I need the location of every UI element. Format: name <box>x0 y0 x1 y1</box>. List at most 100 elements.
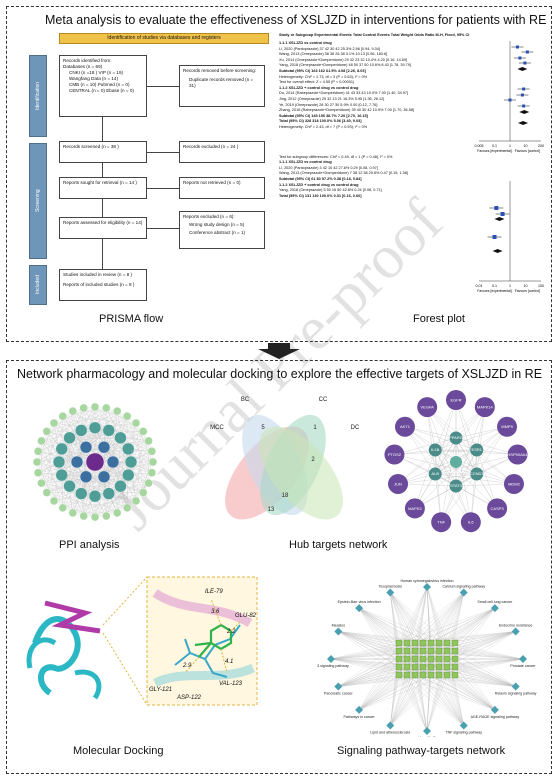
target-node <box>435 671 443 679</box>
hub-inner-label: PPARG <box>449 435 463 440</box>
ppi-node <box>85 452 105 472</box>
identified-line: Databases (n = 69) <box>63 63 103 69</box>
reports-eligibility-box: Reports assessed for eligibility (n = 14… <box>59 217 147 239</box>
ppi-node <box>75 424 88 437</box>
hub-node <box>497 416 518 437</box>
reports-retrieval-box: Reports sought for retrieval (n = 14 ) <box>59 177 147 199</box>
flow-connector <box>147 228 179 229</box>
forest-row: Wang, 2013 (Omeprazole) 38 38 26 38 3.1%… <box>279 52 388 57</box>
residue-label: GLU-82 <box>235 613 257 619</box>
ppi-node <box>70 455 84 469</box>
prisma-caption: PRISMA flow <box>99 313 164 325</box>
hub-node-label: MAPK3 <box>408 506 422 511</box>
ppi-node <box>139 427 148 436</box>
included-line: Studies included in review (n = 8 ) <box>63 272 133 277</box>
prisma-banner: Identification of studies via databases … <box>59 33 269 44</box>
meta-analysis-panel: Meta analysis to evaluate the effectiven… <box>6 6 552 342</box>
distance-label: 4.1 <box>225 659 233 665</box>
forest-tick: 0.1 <box>492 144 497 148</box>
pathway-node <box>386 588 395 597</box>
ppi-node <box>122 442 135 456</box>
forest-tick: 10 <box>524 284 528 288</box>
ppi-node <box>88 489 102 503</box>
pathway-label: Calcium signaling pathway <box>442 584 485 588</box>
stage-screening: Screening <box>29 143 47 259</box>
hub-node-label: CASP3 <box>491 506 505 511</box>
ppi-node <box>102 424 115 437</box>
hub-node-label: AKT1 <box>400 424 411 429</box>
forest-row: Jing, 2012 (Omeprazole) 29 32 13 21 16.3… <box>279 97 385 101</box>
pathway-node <box>490 705 499 714</box>
target-node <box>427 663 435 671</box>
removed-line: Duplicate records removed (n = 31) <box>189 76 254 88</box>
ppi-node <box>124 455 138 469</box>
venn-count: 2 <box>311 457 315 463</box>
target-node <box>411 647 419 655</box>
summary-diamond <box>517 67 528 71</box>
forest-row: Heterogeneity: Chi² = 1.73, df = 3 (P = … <box>279 74 368 79</box>
forest-row: Yang, 2018 (Omeprazole+Domperidone) 48 5… <box>279 63 411 68</box>
down-arrow-icon <box>258 343 300 359</box>
ppi-node <box>63 479 76 493</box>
target-node <box>443 647 451 655</box>
venn-label-mcc: MCC <box>210 425 224 431</box>
target-node <box>419 663 427 671</box>
forest-header: Study or Subgroup Experimental Events To… <box>279 33 470 37</box>
flow-connector <box>147 152 179 153</box>
target-node <box>435 647 443 655</box>
reports-not-retrieved-box: Reports not retrieved (n = 0) <box>179 177 265 199</box>
venn-count: 1 <box>313 425 317 431</box>
docking-figure: ILE-79 GLU-82 GLY-121 ASP-122 VAL-123 3.… <box>26 576 258 706</box>
forest-row: Total (95% CI) 131 130 100.0% 0.31 [0.16… <box>279 193 362 198</box>
target-node <box>427 671 435 679</box>
target-node <box>411 655 419 663</box>
pathway-label: Small cell lung cancer <box>477 600 513 604</box>
ppi-node <box>112 508 122 518</box>
ppi-node <box>123 503 132 513</box>
hub-node <box>388 473 409 494</box>
hub-inner-node <box>428 443 442 457</box>
hub-inner-label: ALB <box>431 471 439 476</box>
forest-tick: 10 <box>524 144 528 148</box>
hub-node-label: MDM2 <box>508 481 521 486</box>
hub-node <box>460 512 481 533</box>
ppi-node <box>55 442 68 456</box>
ppi-node <box>37 436 46 446</box>
ppi-node <box>32 457 42 467</box>
network-heading: Network pharmacology and molecular docki… <box>17 367 543 381</box>
identified-line: CNKI (n =18 ) VIP (n = 19) <box>69 69 124 75</box>
hub-node <box>404 498 425 519</box>
ppi-node <box>52 455 66 469</box>
ppi-node <box>97 440 111 454</box>
ppi-node <box>147 468 157 477</box>
hub-node <box>503 473 524 494</box>
records-identified-box: Records identified from: Databases (n = … <box>59 55 147 117</box>
ppi-node <box>97 470 111 484</box>
hub-node <box>487 498 508 519</box>
target-node <box>451 671 459 679</box>
venn-count: 13 <box>268 507 275 513</box>
pathway-node <box>334 627 343 636</box>
flow-connector <box>102 239 103 269</box>
pathway-node <box>511 682 520 691</box>
included-line: Reports of included studies (n = 8 ) <box>63 281 135 287</box>
ppi-node <box>102 487 115 500</box>
target-node <box>443 663 451 671</box>
ppi-node <box>122 468 135 482</box>
forest-row: Ye, 2019 (Omeprazole) 28 30 27 30 5.9% 0… <box>279 102 378 107</box>
venn-label-dc: DC <box>351 425 360 431</box>
effect-marker <box>523 61 527 65</box>
forest-row: Xu, 2014 (Omeprazole+Domperidone) 29 32 … <box>279 57 408 62</box>
hub-node-label: EGFR <box>450 397 461 402</box>
ppi-node <box>90 512 100 522</box>
target-node <box>395 639 403 647</box>
forest-row: Li, 2020 (Pantoprazole) 3 42 10 42 27.6%… <box>279 165 378 170</box>
forest-caption: Forest plot <box>413 313 465 325</box>
target-node <box>403 671 411 679</box>
hub-node-label: JUN <box>394 481 402 486</box>
hub-center-node <box>450 456 462 468</box>
ppi-node <box>79 440 93 454</box>
records-removed-box: Records removed before screening: Duplic… <box>179 65 265 107</box>
forest-tick: 1 <box>509 284 511 288</box>
hub-node-label: PTGS2 <box>388 452 402 457</box>
